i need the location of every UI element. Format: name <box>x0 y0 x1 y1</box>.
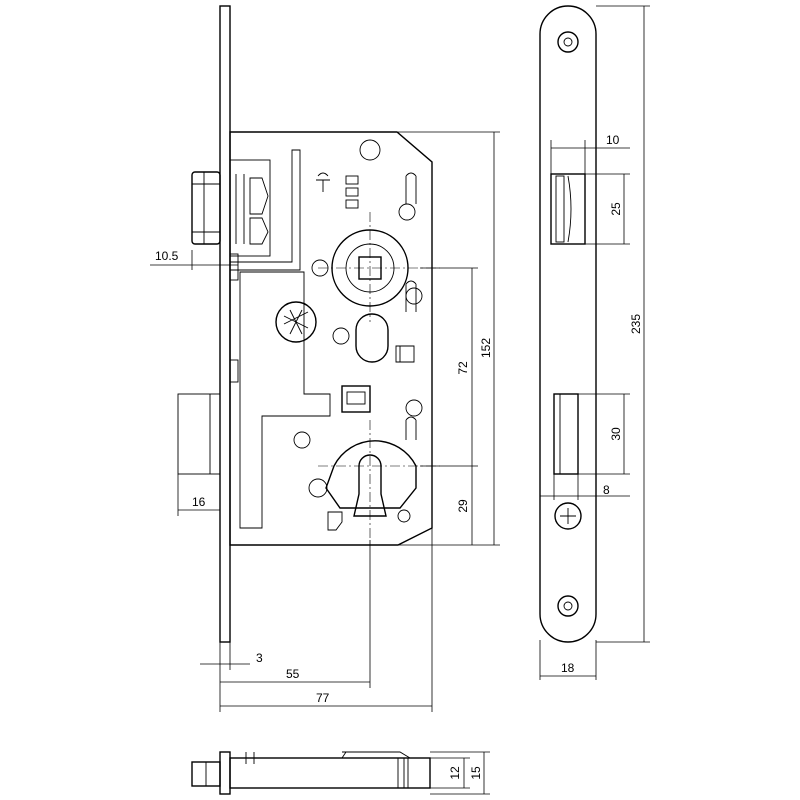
faceplate-screw-top <box>557 31 579 53</box>
dim-faceplate-length: 235 <box>629 314 643 334</box>
faceplate-edge <box>219 5 231 643</box>
side-view <box>177 5 440 643</box>
dim-total-depth: 77 <box>316 691 330 705</box>
dim-latch-bolt-width: 10 <box>606 133 620 147</box>
deadbolt-link <box>341 385 371 413</box>
dim-latch-bolt-height: 25 <box>609 202 623 216</box>
front-view <box>539 5 597 643</box>
top-screw-hole <box>359 139 381 161</box>
bottom-view <box>191 751 431 795</box>
bottom-body <box>229 757 431 789</box>
dim-deadbolt-width: 8 <box>603 483 610 497</box>
latch-bolt <box>191 171 221 245</box>
dim-body-thickness: 12 <box>448 766 462 780</box>
dim-handle-to-cylinder: 72 <box>456 361 470 375</box>
dimension-labels: 10.5 16 152 72 29 10 25 235 30 8 18 3 55… <box>155 133 643 780</box>
latch-lever <box>229 149 301 271</box>
dim-body-height: 152 <box>479 338 493 358</box>
cross-screw <box>275 301 317 343</box>
deadbolt-opening <box>553 393 579 475</box>
cylinder-hub <box>325 440 417 509</box>
dim-backset: 55 <box>286 667 300 681</box>
faceplate-screw-bottom <box>557 595 579 617</box>
dim-cylinder-to-bottom: 29 <box>456 499 470 513</box>
lock-body-outline <box>229 131 433 546</box>
dimension-lines <box>150 5 650 795</box>
euro-cylinder-profile <box>353 454 387 517</box>
dim-deadbolt-height: 30 <box>609 427 623 441</box>
faceplate-screw-middle <box>554 502 582 530</box>
dim-deadbolt-throw: 16 <box>192 495 206 509</box>
dim-total-thickness: 15 <box>469 766 483 780</box>
oval-slot <box>355 313 389 363</box>
latch-opening <box>550 173 586 245</box>
bottom-faceplate <box>219 751 231 795</box>
dim-backset-cylinder: 10.5 <box>155 249 179 263</box>
deadbolt-side <box>177 393 221 475</box>
dim-faceplate-thickness: 3 <box>256 651 263 665</box>
faceplate-front <box>539 5 597 643</box>
latch-housing <box>229 159 271 257</box>
dim-faceplate-width: 18 <box>561 661 575 675</box>
